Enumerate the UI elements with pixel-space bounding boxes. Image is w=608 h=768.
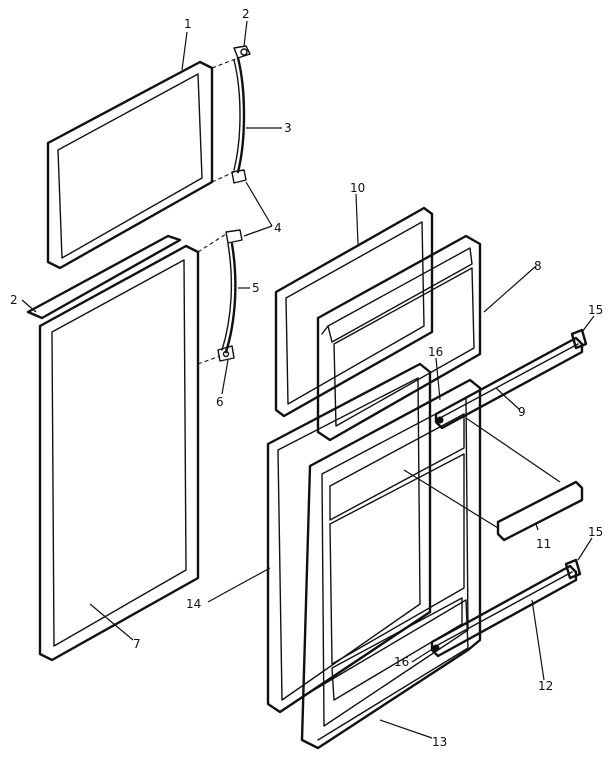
- callout-4: 4: [274, 221, 282, 235]
- callout-3: 3: [284, 121, 292, 135]
- callout-7: 7: [133, 637, 141, 651]
- callout-13: 13: [432, 735, 447, 749]
- freezer-liner-gasket: [274, 206, 434, 418]
- fresh-food-door-gasket: [38, 244, 200, 662]
- callout-10: 10: [350, 181, 365, 195]
- shelf-end-cap-top: [570, 328, 588, 350]
- callout-16-top: 16: [428, 345, 443, 359]
- callout-9: 9: [518, 405, 526, 419]
- freezer-door-liner: [316, 234, 482, 442]
- shelf-end-cap-bottom: [564, 558, 582, 580]
- leader-lines: [21, 20, 595, 739]
- callout-5: 5: [252, 281, 260, 295]
- callout-11: 11: [536, 537, 551, 551]
- shelf-bar: [496, 480, 584, 542]
- upper-door-handle: [231, 56, 247, 184]
- fresh-food-door-liner: [300, 378, 482, 750]
- trim-strip: [26, 234, 182, 320]
- callout-2-left: 2: [10, 293, 18, 307]
- callout-1: 1: [184, 17, 192, 31]
- callout-15-top: 15: [588, 303, 603, 317]
- callout-16-bottom: 16: [394, 655, 409, 669]
- callout-2-top: 2: [242, 7, 250, 21]
- fresh-food-liner-gasket: [266, 362, 432, 714]
- fresh-food-door-shelf: [430, 564, 578, 658]
- freezer-door-shelf: [434, 336, 584, 430]
- callout-14: 14: [186, 597, 201, 611]
- callout-15-bottom: 15: [588, 525, 603, 539]
- freezer-door-gasket: [46, 60, 214, 270]
- assembly-lines: [197, 57, 561, 529]
- lower-door-handle: [217, 229, 243, 362]
- callout-6: 6: [216, 395, 224, 409]
- top-hinge-bracket: [233, 45, 251, 59]
- callout-12: 12: [538, 679, 553, 693]
- callout-8: 8: [534, 259, 542, 273]
